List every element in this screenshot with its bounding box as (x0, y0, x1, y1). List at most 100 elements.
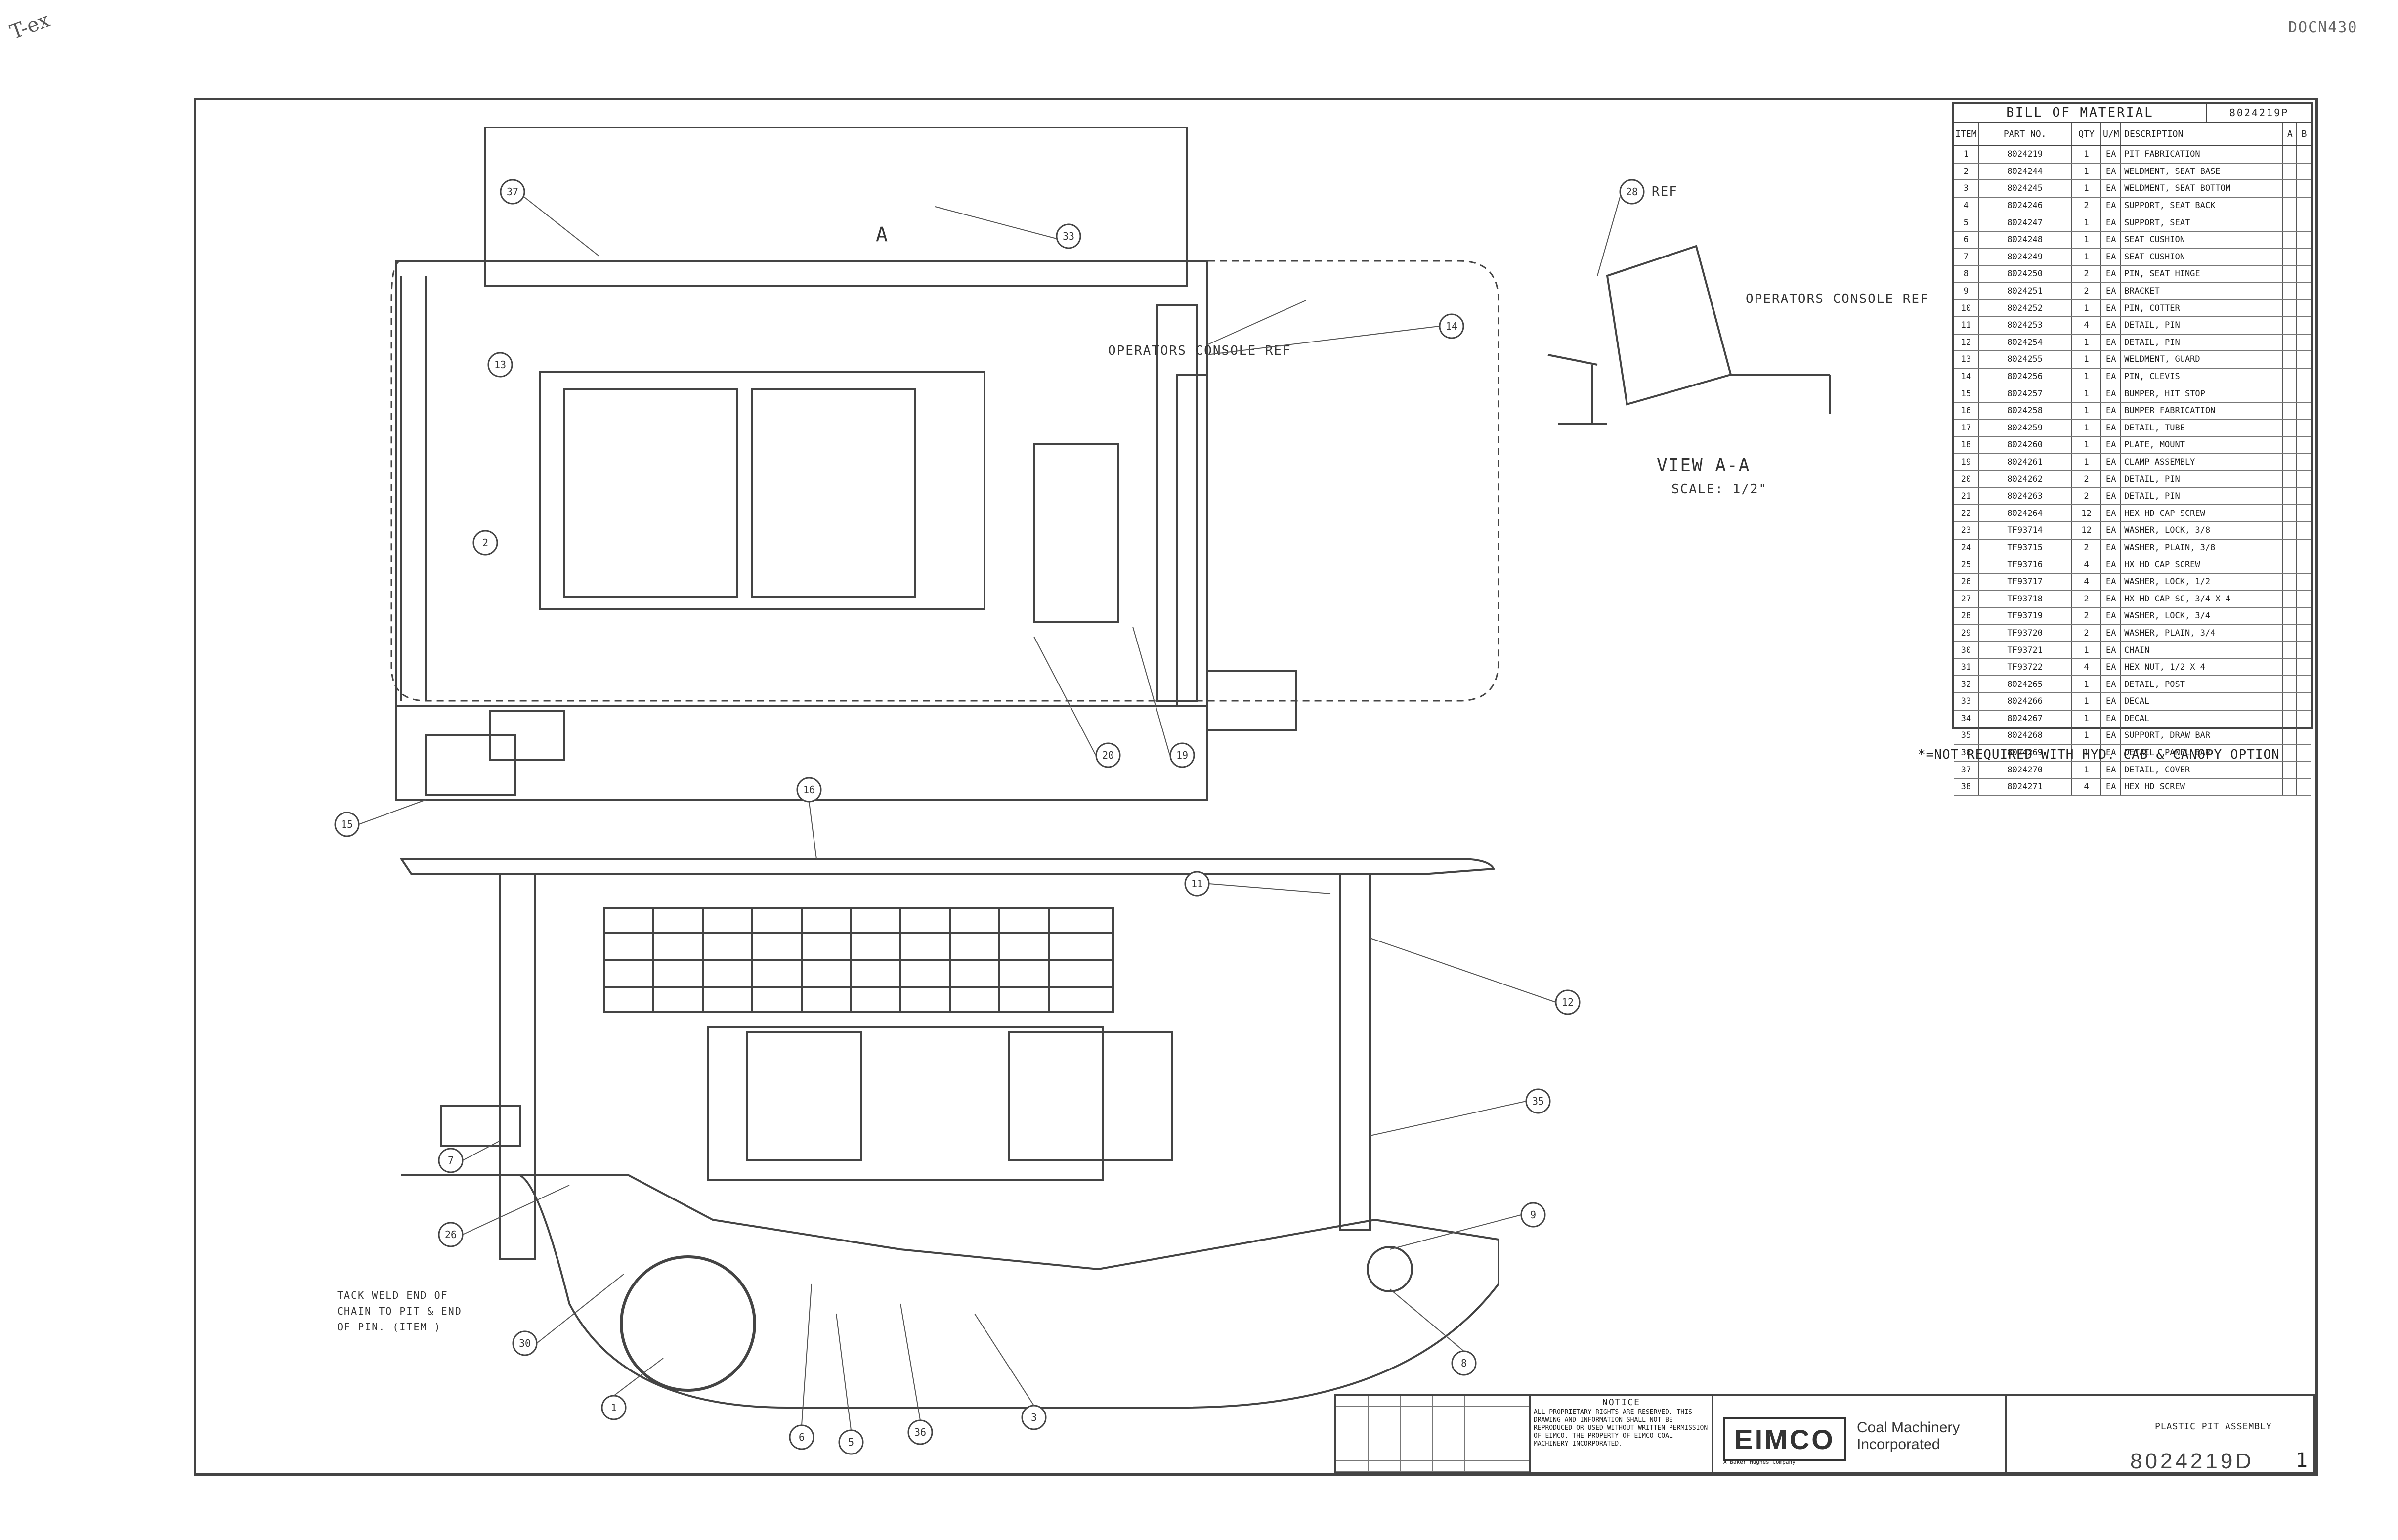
bom-cell-item: 25 (1954, 556, 1979, 573)
bom-cell-um: EA (2101, 351, 2122, 368)
bom-cell-qty: 12 (2072, 505, 2102, 522)
bom-cell-item: 22 (1954, 505, 1979, 522)
bom-cell-check (2297, 369, 2311, 385)
bom-cell-qty: 4 (2072, 573, 2102, 590)
bom-cell-item: 30 (1954, 642, 1979, 658)
bom-cell-qty: 1 (2072, 334, 2102, 351)
bom-cell-check (2283, 368, 2298, 385)
bom-cell-check (2297, 659, 2311, 676)
bom-cell-qty: 1 (2072, 146, 2102, 163)
bom-cell-check (2283, 762, 2298, 778)
bom-cell-desc: DETAIL, PANEL BAR (2121, 744, 2284, 761)
bom-cell-desc: PIN, SEAT HINGE (2121, 266, 2284, 282)
ref-label: REF (1652, 184, 1678, 199)
bom-cell-part: 8024245 (1979, 180, 2072, 197)
bom-cell-item: 35 (1954, 727, 1979, 744)
bom-cell-part: 8024252 (1979, 300, 2072, 316)
bom-cell-desc: WASHER, LOCK, 3/8 (2121, 522, 2284, 539)
bom-cell-qty: 1 (2072, 214, 2102, 231)
bom-cell-um: EA (2101, 556, 2122, 573)
bom-cell-item: 27 (1954, 591, 1979, 607)
bom-cell-part: 8024251 (1979, 283, 2072, 299)
bom-cell-um: EA (2101, 385, 2122, 402)
notice-box: NOTICE ALL PROPRIETARY RIGHTS ARE RESERV… (1531, 1396, 1713, 1472)
bom-cell-desc: SUPPORT, SEAT (2121, 214, 2284, 231)
bom-cell-check (2283, 522, 2298, 539)
view-a-a-label: VIEW A-A (1657, 455, 1750, 475)
bom-cell-desc: SUPPORT, SEAT BACK (2121, 197, 2284, 214)
bom-cell-item: 34 (1954, 710, 1979, 727)
balloon-2: 2 (482, 537, 488, 549)
bom-cell-qty: 1 (2072, 676, 2102, 692)
bom-cell-check (2297, 693, 2311, 710)
bom-cell-check (2283, 573, 2298, 590)
bom-cell-desc: PIN, COTTER (2121, 300, 2284, 316)
logo-subtitle: A Baker Hughes Company (1723, 1459, 1796, 1465)
bom-cell-desc: HX HD CAP SC, 3/4 X 4 (2121, 591, 2284, 607)
bom-cell-check (2297, 317, 2311, 334)
notice-text: ALL PROPRIETARY RIGHTS ARE RESERVED. THI… (1534, 1409, 1708, 1448)
bom-cell-part: TF93720 (1979, 625, 2072, 642)
bom-cell-desc: SEAT CUSHION (2121, 231, 2284, 248)
bom-footnote: *=NOT REQUIRED WITH HYD. CAB & CANOPY OP… (1918, 747, 2280, 762)
bom-header-part: PART NO. (1979, 123, 2072, 145)
engineering-drawing: 37 33 14 13 2 20 19 15 16 11 12 35 9 8 7… (334, 127, 1928, 1455)
bom-cell-item: 24 (1954, 539, 1979, 556)
bom-cell-check (2283, 385, 2298, 402)
bom-cell-desc: BUMPER, HIT STOP (2121, 385, 2284, 402)
bom-cell-item: 19 (1954, 454, 1979, 471)
bom-cell-qty: 1 (2072, 710, 2102, 727)
bom-cell-qty: 2 (2072, 625, 2102, 642)
bom-cell-part: 8024255 (1979, 351, 2072, 368)
bom-cell-check (2283, 488, 2298, 505)
bom-cell-part: 8024250 (1979, 266, 2072, 282)
bom-cell-check (2297, 608, 2311, 624)
bom-cell-item: 3 (1954, 180, 1979, 197)
bom-cell-part: 8024270 (1979, 762, 2072, 778)
bom-cell-qty: 2 (2072, 608, 2102, 624)
view-scale-label: SCALE: 1/2" (1671, 482, 1767, 497)
bom-cell-item: 10 (1954, 300, 1979, 316)
bom-cell-check (2283, 402, 2298, 419)
bom-cell-qty: 1 (2072, 727, 2102, 744)
bom-cell-part: TF93715 (1979, 539, 2072, 556)
bom-header-row: ITEM PART NO. QTY U/M DESCRIPTION A B (1954, 123, 2311, 146)
bom-cell-desc: HX HD CAP SCREW (2121, 556, 2284, 573)
bom-cell-part: 8024265 (1979, 676, 2072, 692)
bom-cell-check (2283, 146, 2298, 163)
bom-cell-qty: 2 (2072, 266, 2102, 282)
bom-cell-item: 17 (1954, 420, 1979, 436)
bom-cell-item: 4 (1954, 197, 1979, 214)
bom-cell-check (2297, 249, 2311, 265)
company-name: Coal Machinery Incorporated (1857, 1419, 1960, 1453)
bom-header-b: B (2301, 128, 2307, 139)
bom-cell-qty: 2 (2072, 283, 2102, 299)
bom-cell-desc: PIN, CLEVIS (2121, 368, 2284, 385)
bom-cell-um: EA (2101, 522, 2122, 539)
bom-cell-part: 8024249 (1979, 249, 2072, 265)
bom-cell-check (2283, 249, 2298, 265)
bom-cell-check (2297, 556, 2311, 573)
bom-cell-check (2283, 317, 2298, 334)
left-post (499, 873, 536, 1260)
bom-cell-check (2297, 642, 2311, 658)
bom-cell-part: 8024266 (1979, 693, 2072, 710)
bom-cell-check (2283, 471, 2298, 487)
bom-cell-qty: 1 (2072, 368, 2102, 385)
bom-cell-part: 8024253 (1979, 317, 2072, 334)
bom-cell-qty: 1 (2072, 163, 2102, 180)
seat-side (707, 1026, 1104, 1181)
bom-cell-desc: WELDMENT, SEAT BOTTOM (2121, 180, 2284, 197)
bom-cell-check (2297, 727, 2311, 744)
bom-cell-qty: 1 (2072, 642, 2102, 658)
